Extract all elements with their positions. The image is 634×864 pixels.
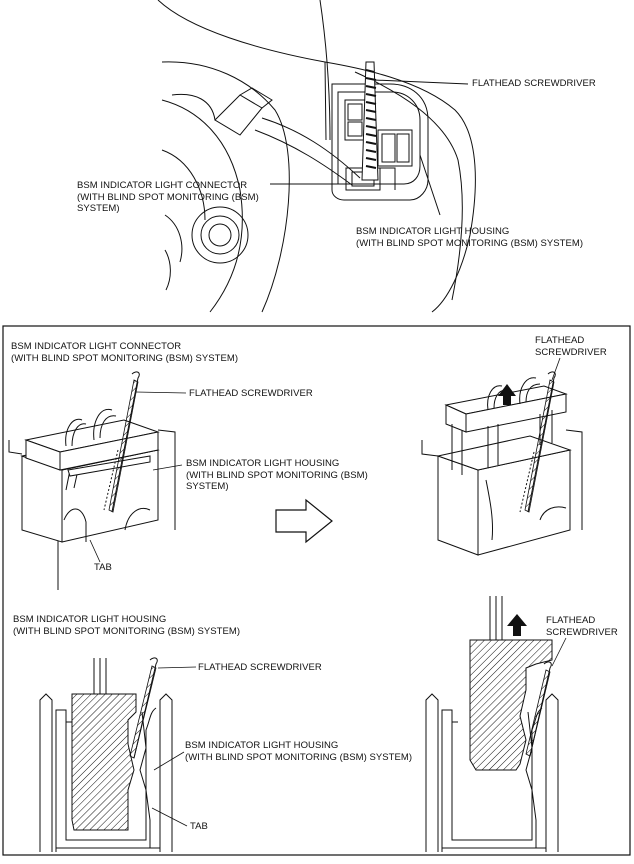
right-iso-up-arrow [498,384,516,405]
left-section-leaders [151,666,197,827]
left-section-housing-top-label-line-2: (WITH BLIND SPOT MONITORING (BSM) SYSTEM… [13,625,241,637]
top-view-illustration [157,0,476,313]
left-section-outer-wall [39,693,53,852]
left-section-screwdriver-label: FLATHEAD SCREWDRIVER [198,662,322,673]
bsm-housing-outline [331,83,429,201]
left-section-tab-label: TAB [190,821,208,832]
left-section-screwdriver [129,657,158,759]
speaker-outer [191,206,249,264]
left-iso-connector-label-line-2: (WITH BLIND SPOT MONITORING (BSM) SYSTEM… [11,352,239,364]
left-iso-housing-label-line-2: (WITH BLIND SPOT MONITORING (BSM) [186,469,368,481]
top-connector-label: BSM INDICATOR LIGHT CONNECTOR (WITH BLIN… [77,180,259,215]
top-screwdriver [361,61,379,181]
left-section-housing-top-label: BSM INDICATOR LIGHT HOUSING (WITH BLIND … [13,614,240,637]
top-housing-label: BSM INDICATOR LIGHT HOUSING (WITH BLIND … [356,226,583,249]
left-iso-connector-label-line-1: BSM INDICATOR LIGHT CONNECTOR [11,341,182,352]
door-trim-curve [161,61,290,313]
detail-panel-frame [2,325,631,856]
right-section-screwdriver [525,637,567,757]
left-iso-housing-label-line-3: SYSTEM) [186,481,229,492]
harness-clip [214,94,263,136]
right-section-screwdriver-label-line-2: SCREWDRIVER [546,626,618,638]
right-iso-screwdriver-label-line-1: FLATHEAD [535,335,585,346]
left-section-housing-side-label-line-2: (WITH BLIND SPOT MONITORING (BSM) SYSTEM… [185,751,413,763]
transition-arrow [275,498,333,544]
door-panel-outline [157,0,327,141]
top-housing-label-line-2: (WITH BLIND SPOT MONITORING (BSM) SYSTEM… [356,237,584,249]
right-iso-housing [437,455,479,556]
left-section-illustration [39,658,173,852]
top-screwdriver-label: FLATHEAD SCREWDRIVER [472,78,596,89]
right-iso-screwdriver [519,357,561,513]
right-section-outer-wall [425,693,439,852]
left-iso-tab-label: TAB [94,562,112,573]
right-section-screwdriver-label: FLATHEAD SCREWDRIVER [546,615,618,638]
left-iso-housing-label-line-1: BSM INDICATOR LIGHT HOUSING [186,458,340,469]
left-section-housing-side-label-line-1: BSM INDICATOR LIGHT HOUSING [185,740,339,751]
right-iso-screwdriver-label: FLATHEAD SCREWDRIVER [535,335,607,358]
right-section-screwdriver-label-line-1: FLATHEAD [546,615,596,626]
right-section-connector [469,639,553,771]
mirror-inner-curve [354,71,463,301]
right-iso-screwdriver-label-line-2: SCREWDRIVER [535,346,607,358]
left-iso-leaders [89,391,187,563]
left-iso-illustration [8,408,176,590]
left-iso-connector-label: BSM INDICATOR LIGHT CONNECTOR (WITH BLIN… [11,341,238,364]
left-iso-housing-label: BSM INDICATOR LIGHT HOUSING (WITH BLIND … [186,458,368,493]
left-section-housing-side-label: BSM INDICATOR LIGHT HOUSING (WITH BLIND … [185,740,412,763]
top-connector-label-line-2: (WITH BLIND SPOT MONITORING (BSM) [77,191,259,203]
top-connector-label-line-1: BSM INDICATOR LIGHT CONNECTOR [77,180,248,191]
left-section-connector [71,693,137,831]
harness-wire [261,117,361,179]
left-section-housing-top-label-line-1: BSM INDICATOR LIGHT HOUSING [13,614,167,625]
left-iso-screwdriver-label: FLATHEAD SCREWDRIVER [189,388,313,399]
top-connector-label-line-3: SYSTEM) [77,203,120,214]
top-housing-label-line-1: BSM INDICATOR LIGHT HOUSING [356,226,510,237]
right-iso-illustration [421,377,583,556]
left-iso-screwdriver [103,371,140,513]
right-section-up-arrow [507,614,527,636]
